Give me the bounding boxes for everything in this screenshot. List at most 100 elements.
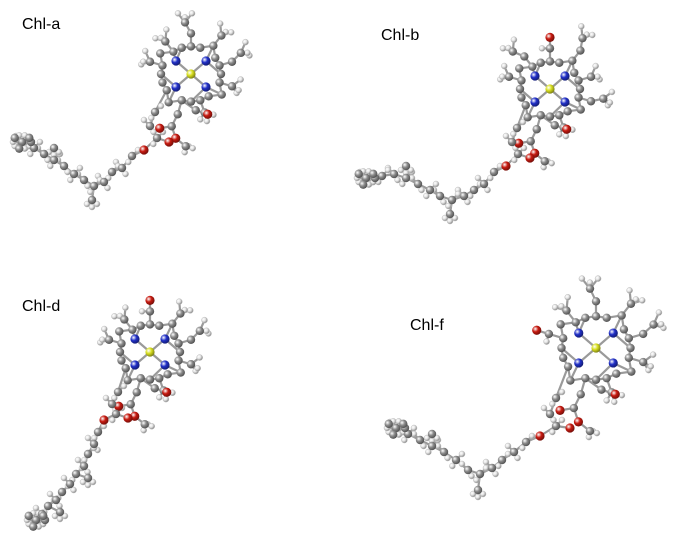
carbon-atom [384, 419, 393, 429]
hydrogen-atom [608, 88, 616, 96]
oxygen-atom [114, 401, 124, 411]
molecule-chl-d [23, 295, 212, 531]
carbon-atom [551, 393, 561, 403]
carbon-atom [209, 41, 218, 50]
hydrogen-atom [578, 23, 585, 30]
carbon-atom [586, 72, 596, 81]
hydrogen-atom [632, 296, 640, 303]
nitrogen-atom [530, 97, 540, 107]
hydrogen-atom [148, 422, 155, 430]
carbon-atom [174, 356, 183, 365]
carbon-atom [168, 319, 177, 328]
carbon-atom [71, 469, 81, 479]
carbon-atom [104, 335, 114, 344]
hydrogen-atom [451, 214, 459, 222]
carbon-atom [447, 195, 457, 205]
hydrogen-atom [594, 73, 601, 80]
carbon-atom [545, 44, 555, 53]
oxygen-atom [139, 145, 149, 155]
carbon-atom [150, 107, 160, 117]
hydrogen-atom [140, 58, 147, 65]
hydrogen-atom [197, 116, 204, 123]
carbon-atom [164, 98, 173, 107]
hydrogen-atom [592, 62, 599, 70]
carbon-atom [169, 47, 178, 56]
carbon-atom [489, 167, 499, 177]
carbon-atom [599, 94, 608, 103]
nitrogen-atom [608, 328, 618, 338]
hydrogen-atom [384, 166, 392, 174]
hydrogen-atom [432, 180, 440, 188]
carbon-atom [107, 167, 117, 177]
hydrogen-atom [56, 515, 64, 523]
carbon-atom [479, 179, 489, 189]
carbon-atom [515, 84, 525, 94]
carbon-atom [49, 155, 59, 165]
hydrogen-atom [444, 454, 451, 462]
hydrogen-atom [458, 450, 466, 458]
hydrogen-atom [558, 303, 565, 310]
carbon-atom [39, 149, 49, 159]
carbon-atom [624, 333, 634, 343]
hydrogen-atom [88, 203, 96, 211]
carbon-atom [236, 48, 246, 58]
carbon-atom [638, 357, 648, 367]
hydrogen-atom [122, 170, 129, 178]
hydrogen-atom [606, 99, 614, 106]
carbon-atom [111, 409, 121, 419]
carbon-atom [186, 97, 196, 106]
hydrogen-atom [510, 130, 517, 138]
carbon-atom [526, 137, 535, 146]
hydrogen-atom [36, 138, 44, 146]
carbon-atom [115, 347, 125, 357]
magnesium-atom [145, 347, 155, 357]
carbon-atom [25, 133, 34, 143]
hydrogen-atom [407, 166, 415, 174]
hydrogen-atom [76, 164, 84, 172]
label-chl-b: Chl-b [381, 27, 420, 44]
label-chl-a: Chl-a [22, 16, 61, 33]
hydrogen-atom [425, 448, 432, 456]
nitrogen-atom [574, 358, 584, 368]
carbon-atom [515, 64, 524, 73]
carbon-atom [556, 320, 565, 329]
hydrogen-atom [445, 202, 452, 210]
oxygen-atom [171, 133, 181, 143]
hydrogen-atom [157, 102, 165, 110]
carbon-atom [425, 185, 435, 195]
carbon-atom [473, 485, 483, 495]
hydrogen-atom [501, 62, 508, 70]
carbon-atom [544, 329, 554, 339]
carbon-atom [79, 461, 89, 471]
hydrogen-atom [122, 304, 129, 311]
hydrogen-atom [458, 460, 466, 468]
hydrogen-atom [111, 313, 118, 320]
carbon-atom [545, 409, 555, 419]
oxygen-atom [99, 415, 109, 425]
carbon-atom [591, 297, 601, 306]
hydrogen-atom [548, 159, 555, 167]
hydrogen-atom [140, 116, 148, 124]
hydrogen-atom [150, 128, 157, 136]
carbon-atom [155, 374, 164, 383]
carbon-atom [89, 439, 99, 449]
hydrogen-atom [420, 442, 427, 450]
carbon-atom [624, 353, 634, 363]
carbon-atom [487, 463, 497, 473]
carbon-atom [563, 362, 573, 371]
hydrogen-atom [589, 31, 596, 39]
hydrogen-atom [618, 391, 626, 399]
hydrogen-atom [93, 200, 101, 208]
hydrogen-atom [611, 398, 618, 406]
hydrogen-atom [511, 156, 518, 164]
oxygen-atom [145, 295, 155, 305]
hydrogen-atom [156, 394, 163, 401]
carbon-atom [127, 151, 137, 161]
carbon-atom [145, 307, 155, 316]
carbon-atom [545, 112, 555, 121]
carbon-atom [10, 133, 19, 143]
carbon-atom [227, 82, 237, 91]
hydrogen-atom [423, 192, 430, 200]
carbon-atom [369, 169, 378, 179]
nitrogen-atom [160, 360, 170, 370]
